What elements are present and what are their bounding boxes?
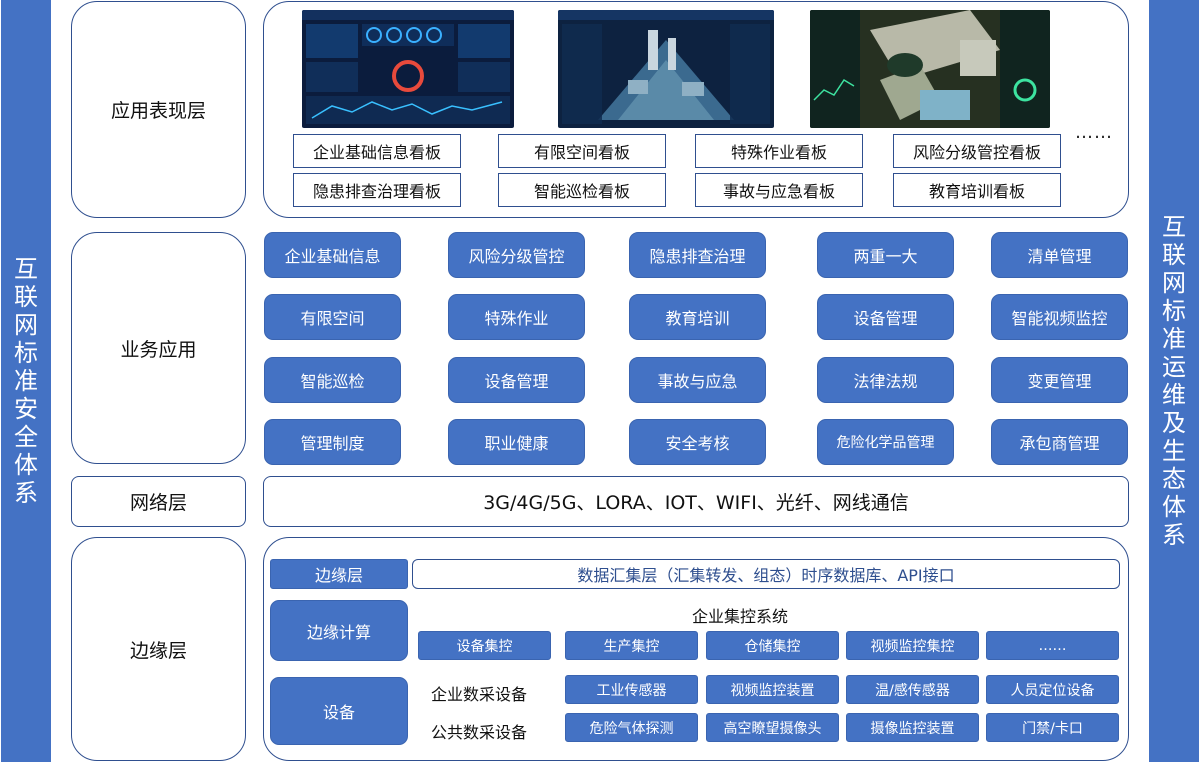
- public-device-1: 高空瞭望摄像头: [706, 713, 839, 742]
- business-app-5: 有限空间: [264, 294, 401, 340]
- layer-label-edge: 边缘层: [71, 537, 246, 761]
- enterprise-device-0: 工业传感器: [565, 675, 698, 704]
- left-system-bar: 互联网标准安全体系: [1, 0, 51, 762]
- left-char: 联: [14, 283, 38, 311]
- dashboard-screenshot-3: [810, 10, 1050, 128]
- business-app-16: 职业健康: [448, 419, 585, 465]
- dashboard-tile-special-work: 特殊作业看板: [695, 134, 863, 168]
- device-box: 设备: [270, 677, 408, 745]
- business-app-2: 隐患排查治理: [629, 232, 766, 278]
- left-bar-text: 互联网标准安全体系: [14, 255, 38, 507]
- layer-label-business: 业务应用: [71, 232, 246, 464]
- control-item-1: 生产集控: [565, 631, 698, 660]
- left-char: 网: [14, 311, 38, 339]
- dashboard-screenshot-1: [302, 10, 514, 128]
- business-app-8: 设备管理: [817, 294, 954, 340]
- right-char: 准: [1162, 325, 1186, 353]
- public-device-3: 门禁/卡口: [986, 713, 1119, 742]
- edge-panel: 边缘层 数据汇集层（汇集转发、组态）时序数据库、API接口 边缘计算 设备 企业…: [263, 537, 1129, 761]
- public-collect-label: 公共数采设备: [431, 723, 528, 742]
- data-aggregation-box: 数据汇集层（汇集转发、组态）时序数据库、API接口: [412, 559, 1120, 589]
- business-app-0: 企业基础信息: [264, 232, 401, 278]
- left-char: 体: [14, 451, 38, 479]
- dashboard-tile-hazard: 隐患排查治理看板: [293, 173, 461, 207]
- business-app-11: 设备管理: [448, 357, 585, 403]
- business-app-18: 危险化学品管理: [817, 419, 954, 465]
- enterprise-system-title: 企业集控系统: [692, 607, 789, 626]
- layer-label-presentation: 应用表现层: [71, 1, 246, 218]
- left-char: 互: [14, 255, 38, 283]
- right-char: 联: [1162, 241, 1186, 269]
- control-item-2: 仓储集控: [706, 631, 839, 660]
- network-panel: 3G/4G/5G、LORA、IOT、WIFI、光纤、网线通信: [263, 476, 1129, 527]
- business-app-12: 事故与应急: [629, 357, 766, 403]
- right-char: 维: [1162, 381, 1186, 409]
- business-app-19: 承包商管理: [991, 419, 1128, 465]
- right-char: 互: [1162, 213, 1186, 241]
- right-char: 标: [1162, 297, 1186, 325]
- right-char: 及: [1162, 409, 1186, 437]
- dashboard-image-1: [302, 10, 514, 128]
- business-app-14: 变更管理: [991, 357, 1128, 403]
- left-char: 安: [14, 395, 38, 423]
- business-app-13: 法律法规: [817, 357, 954, 403]
- business-app-7: 教育培训: [629, 294, 766, 340]
- right-char: 体: [1162, 493, 1186, 521]
- right-system-bar: 互联网标准运维及生态体系: [1149, 0, 1199, 762]
- dashboard-tile-training: 教育培训看板: [893, 173, 1061, 207]
- right-char: 网: [1162, 269, 1186, 297]
- right-char: 态: [1162, 465, 1186, 493]
- edge-layer-box: 边缘层: [270, 559, 408, 589]
- right-char: 生: [1162, 437, 1186, 465]
- public-device-0: 危险气体探测: [565, 713, 698, 742]
- left-char: 准: [14, 367, 38, 395]
- enterprise-device-2: 温/感传感器: [846, 675, 979, 704]
- dashboard-image-3: [810, 10, 1050, 128]
- dashboard-tile-confined-space: 有限空间看板: [498, 134, 666, 168]
- business-app-1: 风险分级管控: [448, 232, 585, 278]
- edge-compute-box: 边缘计算: [270, 600, 408, 661]
- business-app-3: 两重一大: [817, 232, 954, 278]
- dashboard-image-2: [558, 10, 774, 128]
- dashboard-tile-risk-control: 风险分级管控看板: [893, 134, 1061, 168]
- control-item-0: 设备集控: [418, 631, 551, 660]
- layer-label-network: 网络层: [71, 476, 246, 527]
- enterprise-device-3: 人员定位设备: [986, 675, 1119, 704]
- business-app-9: 智能视频监控: [991, 294, 1128, 340]
- left-char: 标: [14, 339, 38, 367]
- right-bar-text: 互联网标准运维及生态体系: [1162, 213, 1186, 549]
- business-app-10: 智能巡检: [264, 357, 401, 403]
- right-char: 运: [1162, 353, 1186, 381]
- business-app-4: 清单管理: [991, 232, 1128, 278]
- dashboard-tile-enterprise-info: 企业基础信息看板: [293, 134, 461, 168]
- business-app-17: 安全考核: [629, 419, 766, 465]
- dashboard-more: ……: [1075, 122, 1113, 143]
- business-app-6: 特殊作业: [448, 294, 585, 340]
- control-item-3: 视频监控集控: [846, 631, 979, 660]
- enterprise-device-1: 视频监控装置: [706, 675, 839, 704]
- dashboard-screenshot-2: [558, 10, 774, 128]
- control-item-4: ……: [986, 631, 1119, 660]
- right-char: 系: [1162, 521, 1186, 549]
- left-char: 系: [14, 479, 38, 507]
- presentation-panel: 企业基础信息看板 有限空间看板 特殊作业看板 风险分级管控看板 隐患排查治理看板…: [263, 1, 1129, 218]
- business-app-15: 管理制度: [264, 419, 401, 465]
- dashboard-tile-inspection: 智能巡检看板: [498, 173, 666, 207]
- dashboard-tile-emergency: 事故与应急看板: [695, 173, 863, 207]
- public-device-2: 摄像监控装置: [846, 713, 979, 742]
- left-char: 全: [14, 423, 38, 451]
- enterprise-collect-label: 企业数采设备: [431, 685, 528, 704]
